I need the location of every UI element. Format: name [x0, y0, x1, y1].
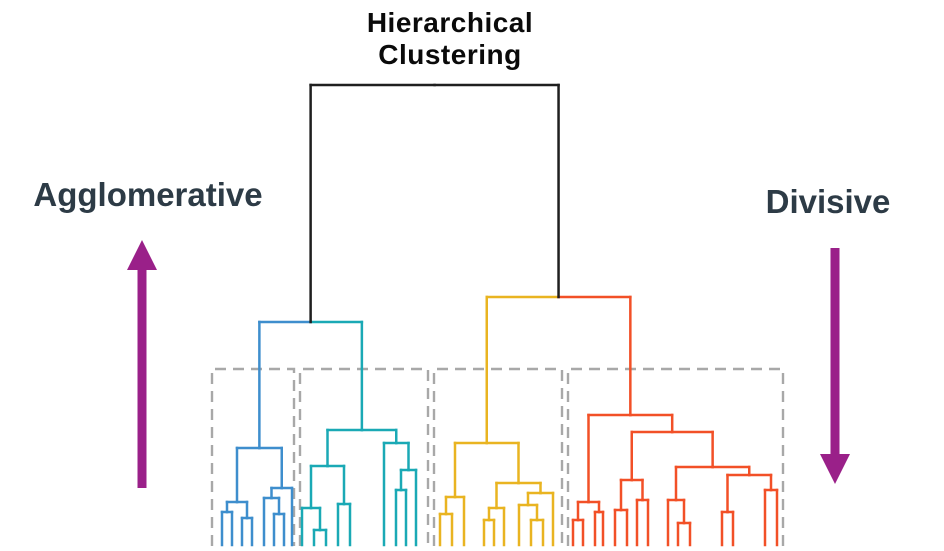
- cluster-box-4: [566, 367, 785, 546]
- arrow-head: [820, 454, 850, 484]
- cluster-box-3: [432, 367, 564, 546]
- label-agglomerative: Agglomerative: [33, 176, 263, 213]
- arrow-head: [127, 240, 157, 270]
- divisive-arrow: [820, 248, 850, 484]
- agglomerative-arrow: [127, 240, 157, 488]
- cluster-box-1: [210, 367, 296, 546]
- diagram-title: Hierarchical Clustering: [366, 7, 534, 71]
- cluster-box-2: [298, 367, 430, 546]
- label-divisive: Divisive: [765, 183, 891, 220]
